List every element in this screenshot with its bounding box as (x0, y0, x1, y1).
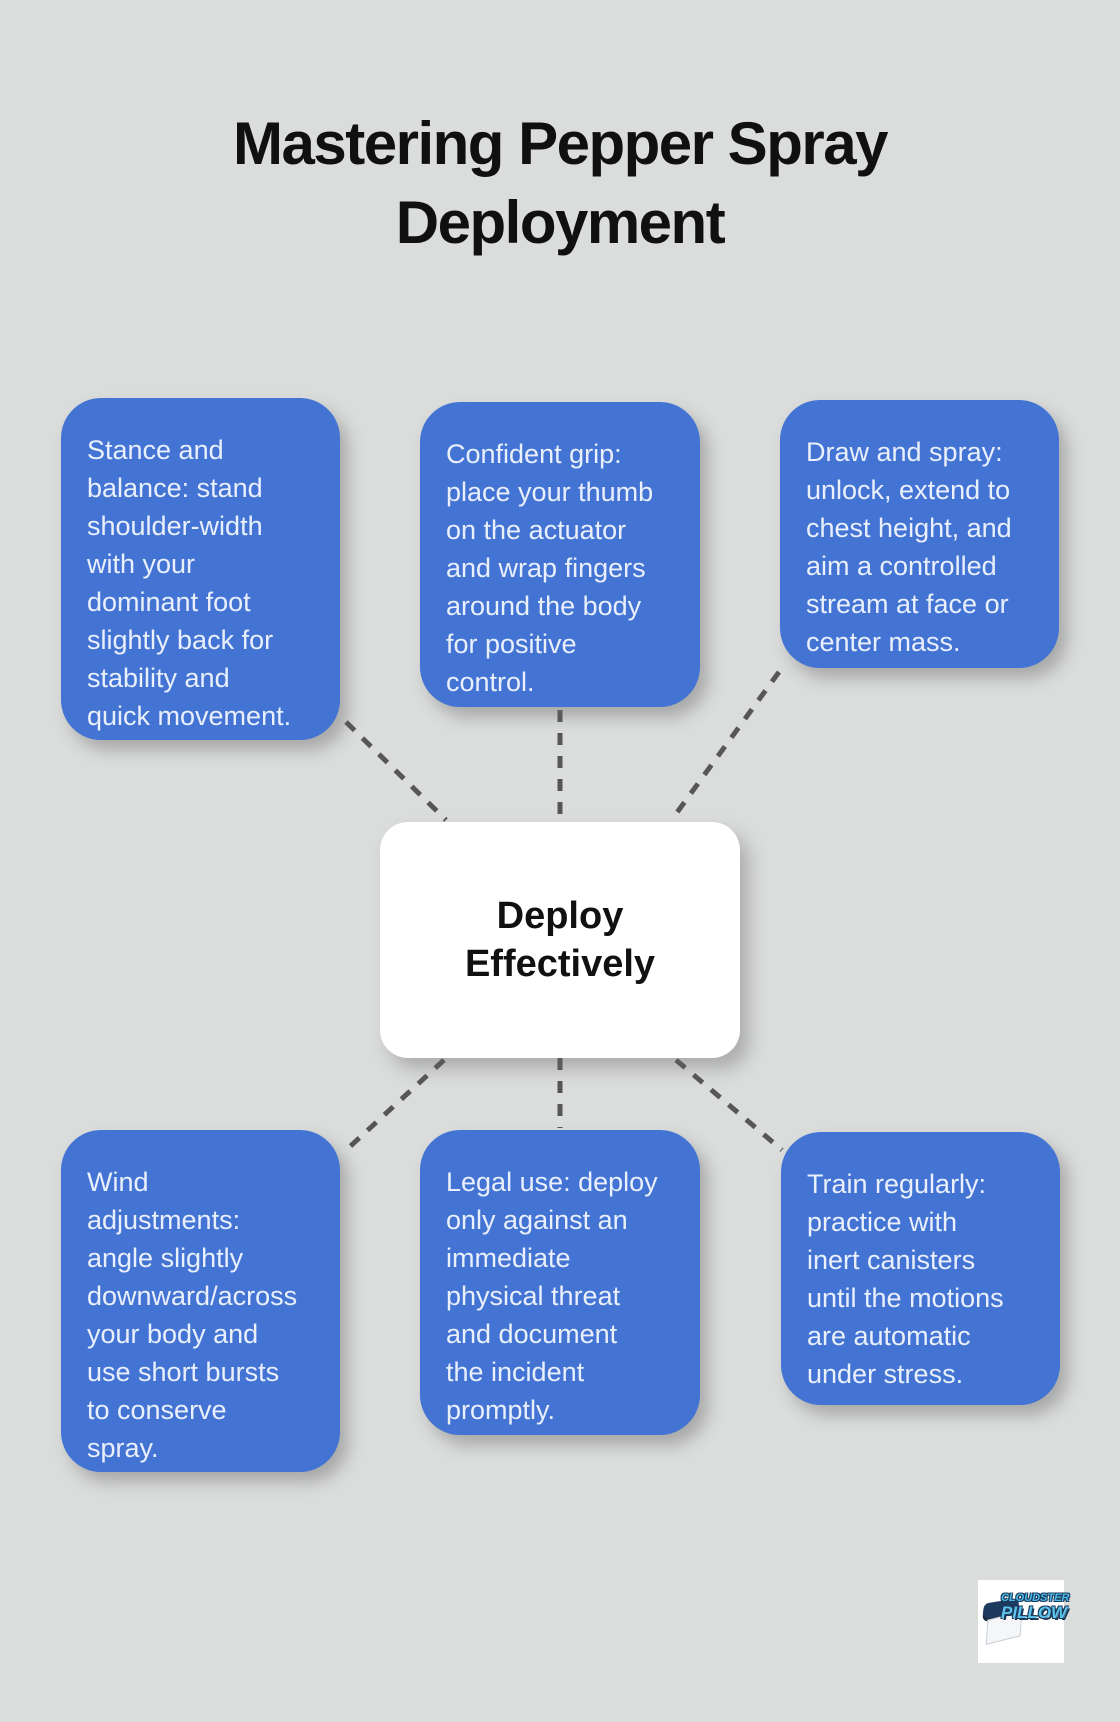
tip-train-regularly: Train regularly: practice with inert can… (781, 1132, 1060, 1405)
tip-confident-grip: Confident grip: place your thumb on the … (420, 402, 700, 707)
tip-legal-use: Legal use: deploy only against an immedi… (420, 1130, 700, 1435)
brand-logo: CLOUDSTER PILLOW (978, 1580, 1070, 1663)
brand-name-top: CLOUDSTER (1001, 1592, 1070, 1604)
brand-name-bottom: PILLOW (1001, 1603, 1068, 1622)
connector-center-to-train (674, 1058, 784, 1152)
connector-stance-to-center (344, 720, 448, 822)
connector-center-to-wind (342, 1058, 446, 1154)
connector-draw-to-center (670, 670, 782, 820)
tip-wind-adjustments: Wind adjustments: angle slightly downwar… (61, 1130, 340, 1472)
central-topic-node: Deploy Effectively (380, 822, 740, 1058)
page-title: Mastering Pepper Spray Deployment (233, 110, 888, 256)
tip-stance-balance: Stance and balance: stand shoulder-width… (61, 398, 340, 740)
tip-draw-and-spray: Draw and spray: unlock, extend to chest … (780, 400, 1059, 668)
